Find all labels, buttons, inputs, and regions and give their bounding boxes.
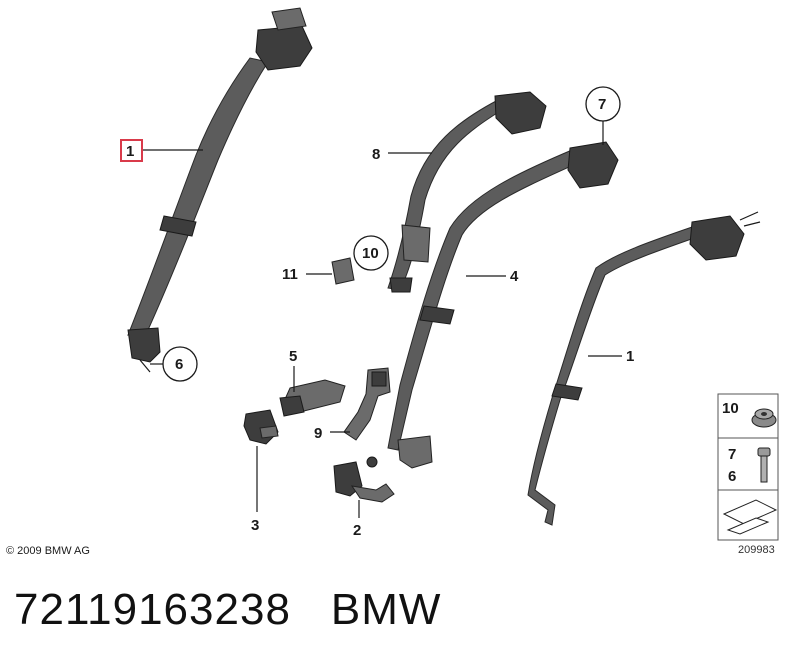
diagram-ref: 209983 [738,544,775,556]
brand: BMW [330,585,442,634]
legend-item-6: 6 [728,468,736,485]
seat-belt-center-4[interactable] [387,141,619,469]
callout-1: 1 [626,348,634,365]
legend-item-10: 10 [722,400,739,417]
buckle-2[interactable] [333,461,395,503]
legend-item-7: 7 [728,446,736,463]
callout-5: 5 [289,348,297,365]
direction-arrow-icon [722,499,778,535]
callout-4: 4 [510,268,519,285]
buckle-9[interactable] [343,367,391,468]
cover-cap-11[interactable] [331,257,355,285]
nut-icon [751,408,777,428]
callout-8: 8 [372,146,380,163]
callout-1-boxed: 1 [126,143,134,160]
callout-9: 9 [314,425,322,442]
buckle-5[interactable] [279,379,346,417]
callout-6: 6 [175,356,183,373]
bolt-icon [757,447,771,483]
callout-7: 7 [598,96,606,113]
seat-belt-right[interactable] [527,211,761,526]
legend-panel [717,393,779,541]
callout-11: 11 [282,266,298,283]
copyright: © 2009 BMW AG [6,545,90,557]
buckle-3[interactable] [243,409,279,445]
seat-belt-left[interactable] [127,7,313,373]
callout-1-box [120,139,143,162]
seat-belt-center-8[interactable] [387,91,547,293]
caption: 72119163238 BMW [14,585,481,635]
callout-10: 10 [362,245,379,262]
callout-2: 2 [353,522,361,539]
part-number: 72119163238 [14,585,291,634]
callout-10-circle [353,235,389,271]
callout-3: 3 [251,517,259,534]
